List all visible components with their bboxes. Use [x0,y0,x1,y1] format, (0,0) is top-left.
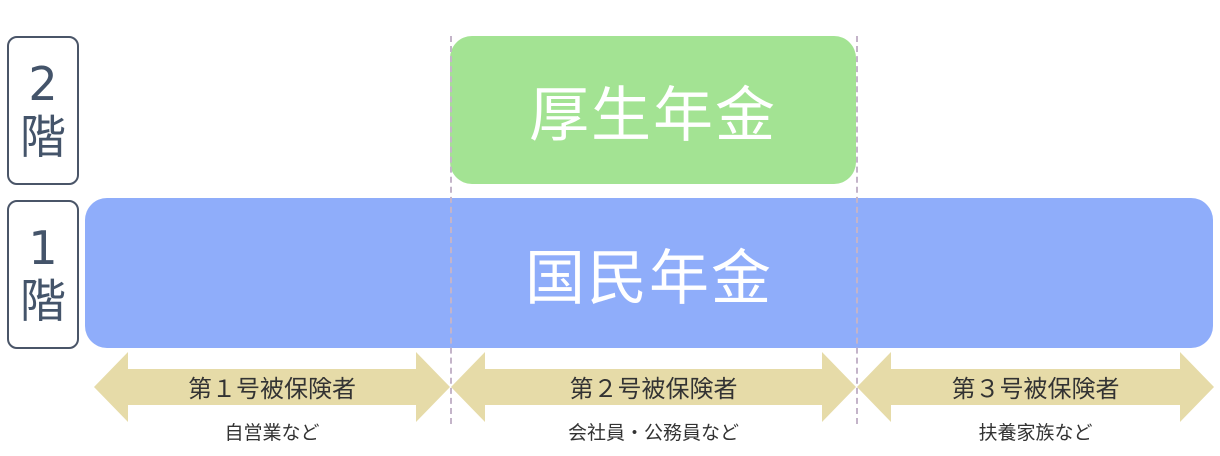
category-3-label: 第３号被保険者 [951,375,1120,403]
kokumin-nenkin-label: 国民年金 [525,243,773,314]
floor-2-kanji: 階 [20,109,66,164]
floor-1-kanji: 階 [20,273,66,328]
category-2-example: 会社員・公務員など [567,422,739,444]
category-2-arrow: 第２号被保険者 [451,352,856,422]
category-1-label: 第１号被保険者 [188,375,356,403]
category-1-arrow: 第１号被保険者 [94,352,450,422]
category-3-example: 扶養家族など [978,422,1093,444]
double-arrow-icon [451,352,856,422]
category-divider-2 [856,36,858,424]
floor-1-number: 1 [28,220,58,275]
kosei-nenkin-block: 厚生年金 [450,36,856,184]
category-divider-1 [450,36,452,424]
category-1-example: 自営業など [224,422,320,444]
double-arrow-icon [94,352,450,422]
category-3-arrow: 第３号被保険者 [857,352,1214,422]
double-arrow-icon [857,352,1214,422]
kosei-nenkin-label: 厚生年金 [529,80,777,151]
floor-1-label: 1 階 [7,200,79,349]
category-2-label: 第２号被保険者 [569,375,738,403]
floor-2-number: 2 [28,56,58,111]
kokumin-nenkin-block: 国民年金 [85,198,1213,348]
floor-2-label: 2 階 [7,36,79,185]
